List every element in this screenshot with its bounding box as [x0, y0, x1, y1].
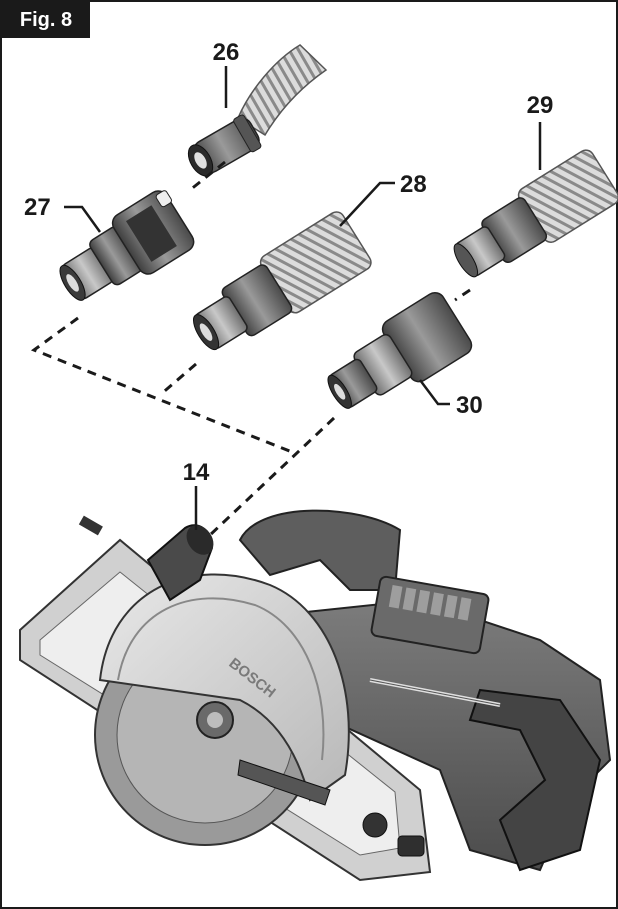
callout-30: 30 — [456, 392, 483, 419]
connection-lines — [30, 160, 471, 537]
hose-29 — [453, 149, 618, 278]
callout-26: 26 — [213, 39, 240, 66]
leader-lines — [64, 66, 542, 530]
callout-14: 14 — [183, 459, 210, 486]
figure-label: Fig. 8 — [2, 2, 90, 38]
hose-26 — [187, 44, 328, 177]
adapter-27 — [59, 190, 195, 301]
adapter-30 — [327, 292, 473, 409]
callout-28: 28 — [400, 171, 427, 198]
hose-28 — [192, 211, 372, 351]
circular-saw: BOSCH — [19, 509, 612, 882]
callout-29: 29 — [527, 92, 554, 119]
callout-27: 27 — [24, 194, 51, 221]
